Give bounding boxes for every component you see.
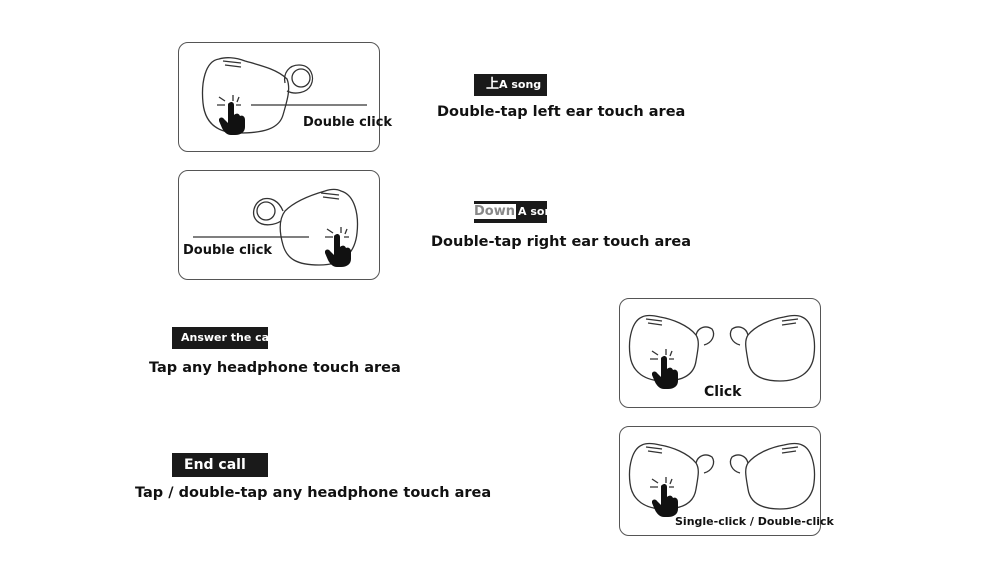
gesture-label: Click bbox=[704, 384, 742, 400]
earbuds-illustration bbox=[628, 314, 816, 382]
tag-label: A song bbox=[518, 205, 561, 218]
gesture-label: Double click bbox=[303, 115, 393, 130]
right-earbud-illustration bbox=[193, 188, 359, 266]
answer-call-tag: Answer the call bbox=[172, 327, 277, 349]
right-ear-description: Double-tap right ear touch area bbox=[431, 234, 692, 250]
tag-prefix: Down bbox=[474, 204, 516, 219]
end-call-panel: Single-click / Double-click bbox=[619, 426, 834, 536]
end-call-description: Tap / double-tap any headphone touch are… bbox=[135, 485, 492, 501]
right-ear-panel: Double click bbox=[178, 170, 380, 280]
gesture-label: Single-click / Double-click bbox=[675, 515, 834, 528]
previous-song-tag: 上A song bbox=[474, 74, 547, 96]
tag-prefix: 上 bbox=[486, 77, 500, 92]
gesture-label: Double click bbox=[183, 243, 273, 258]
tag-label: A song bbox=[499, 78, 542, 91]
left-earbud-illustration bbox=[201, 57, 367, 134]
answer-call-description: Tap any headphone touch area bbox=[149, 360, 401, 376]
answer-call-panel: Click bbox=[619, 298, 821, 408]
earbuds-illustration bbox=[628, 442, 816, 510]
left-ear-panel: Double click bbox=[178, 42, 392, 152]
left-ear-description: Double-tap left ear touch area bbox=[437, 104, 686, 120]
end-call-tag: End call bbox=[172, 453, 268, 477]
